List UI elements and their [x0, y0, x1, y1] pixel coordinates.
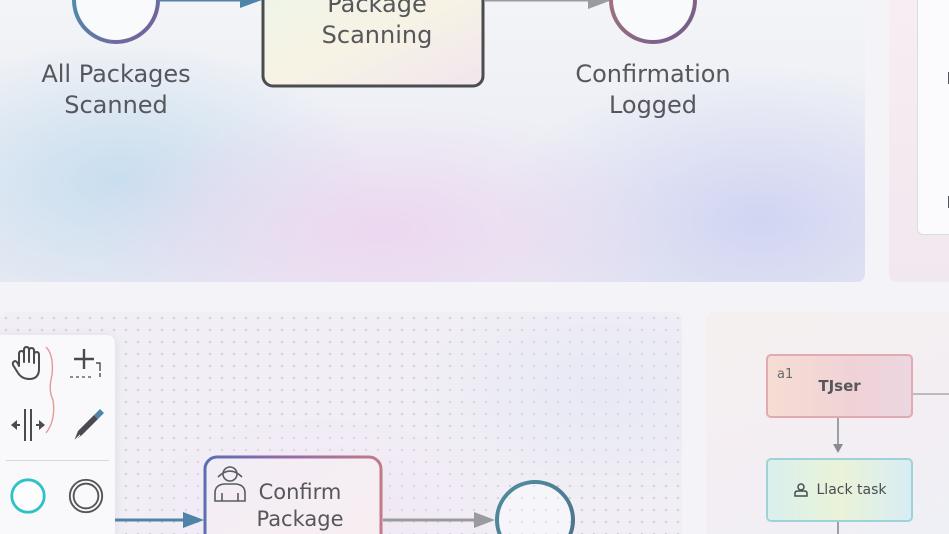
space-tool[interactable] — [8, 405, 48, 445]
arrow-head — [240, 0, 262, 8]
user-task-label: Confirm Package — [256, 480, 344, 531]
arrow-head — [183, 512, 204, 528]
user-task-box[interactable] — [203, 455, 383, 534]
create-start-event[interactable] — [8, 476, 48, 516]
palette-separator — [45, 346, 55, 434]
hand-tool[interactable] — [8, 343, 48, 383]
hand-tool-icon — [11, 346, 40, 380]
properties-panel — [889, 0, 949, 282]
properties-panel-body — [917, 0, 949, 235]
plus-icon — [70, 349, 101, 378]
mini-black-task-label: Llack task — [816, 482, 887, 498]
end-event[interactable] — [609, 0, 697, 44]
mini-diagram-svg — [833, 393, 949, 534]
mini-user-task-label: TJser — [818, 377, 861, 395]
mini-user-task-id: a1 — [777, 367, 794, 382]
mini-user-task[interactable]: TJser — [766, 354, 913, 418]
create-tool[interactable] — [64, 343, 104, 383]
create-intermediate-event[interactable] — [66, 476, 106, 516]
arrow-head — [833, 444, 843, 453]
space-tool-icon — [11, 409, 45, 441]
top-diagram-svg — [72, 0, 697, 88]
start-event-icon — [10, 478, 46, 514]
mini-black-task[interactable]: Llack task — [766, 458, 913, 522]
tool-palette — [0, 335, 115, 534]
end-event[interactable] — [495, 480, 575, 534]
start-event[interactable] — [72, 0, 160, 44]
task-label: Package Scanning — [321, 0, 433, 49]
intermediate-event-icon — [68, 478, 104, 514]
connect-tool[interactable] — [66, 405, 106, 445]
start-event-label: All Packages Scanned — [41, 60, 191, 119]
bottom-diagram-svg — [115, 455, 575, 534]
user-icon — [214, 466, 246, 502]
end-event-label: Confirmation Logged — [575, 60, 731, 119]
arrow-head — [588, 0, 612, 9]
user-icon — [793, 483, 808, 497]
task-box[interactable] — [261, 0, 485, 88]
arrow-head — [474, 512, 495, 528]
palette-divider — [6, 460, 109, 461]
top-diagram-canvas[interactable]: All Packages Scanned Package Scanning Co… — [0, 0, 865, 282]
connect-tool-icon — [73, 409, 104, 442]
